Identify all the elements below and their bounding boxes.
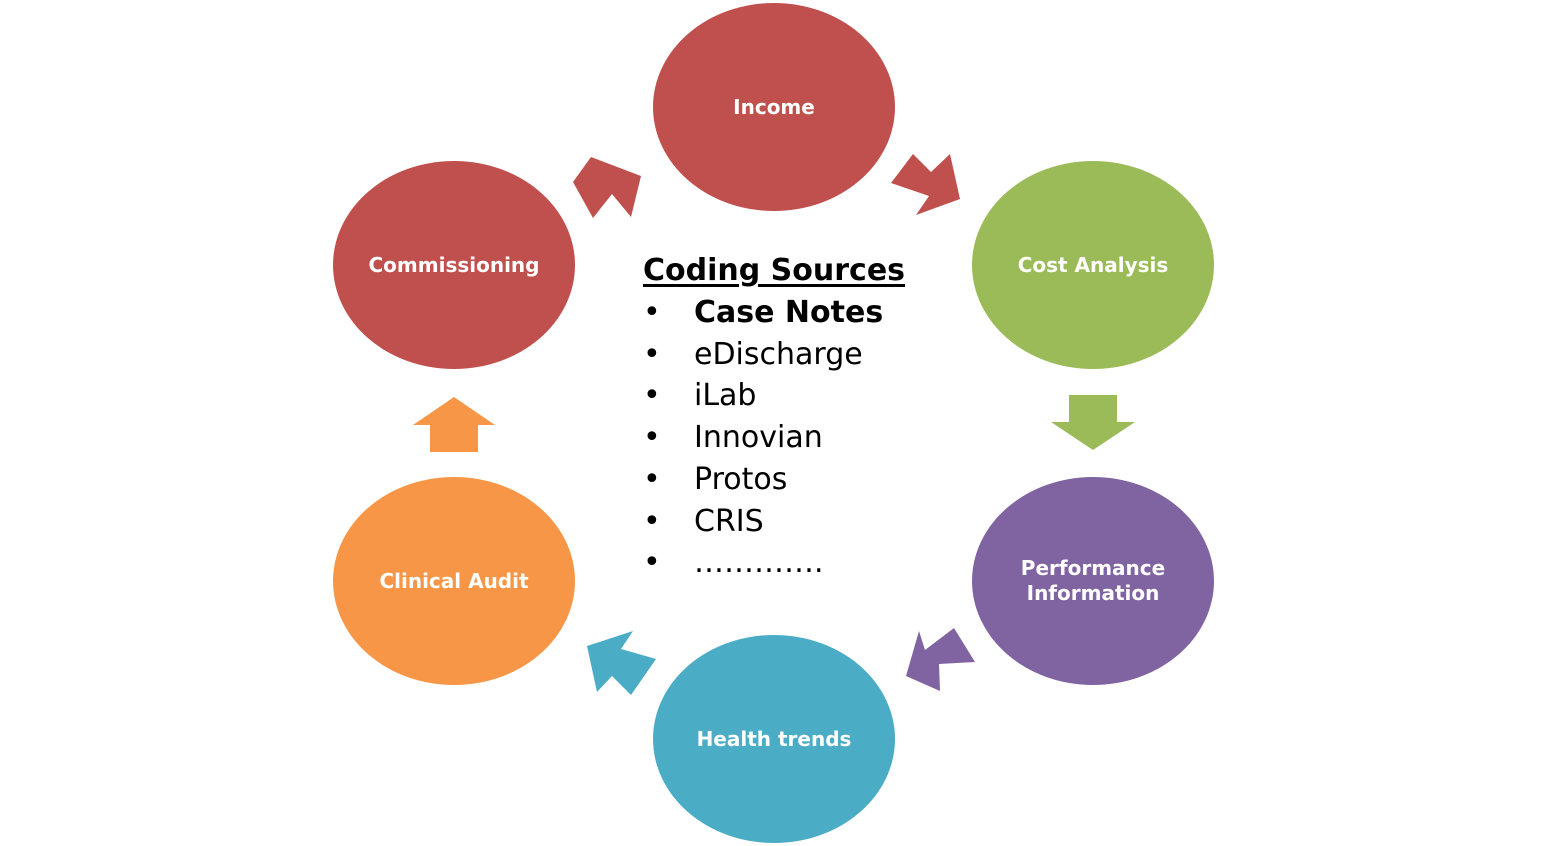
list-item: • Innovian	[643, 417, 963, 459]
coding-sources-panel: Coding Sources • Case Notes • eDischarge…	[643, 250, 963, 584]
arrow-commissioning-to-income	[573, 157, 641, 218]
node-performance-information: Performance Information	[972, 477, 1214, 685]
list-item: • eDischarge	[643, 334, 963, 376]
list-item: • CRIS	[643, 501, 963, 543]
node-health-trends: Health trends	[653, 635, 895, 843]
arrow-income-to-cost	[891, 154, 960, 215]
list-item: • Case Notes	[643, 292, 963, 334]
arrow-health-to-clinical	[587, 631, 656, 695]
list-item-label: Protos	[694, 461, 788, 497]
arrow-clinical-to-commissioning	[413, 397, 495, 452]
bullet-icon: •	[643, 420, 661, 456]
coding-sources-title: Coding Sources	[643, 253, 906, 288]
list-item-label: Innovian	[694, 420, 823, 456]
node-clinical-audit: Clinical Audit	[333, 477, 575, 685]
list-item: • ………….	[643, 542, 963, 584]
bullet-icon: •	[643, 378, 661, 414]
bullet-icon: •	[643, 461, 661, 497]
arrow-performance-to-health	[906, 628, 975, 691]
list-item-label: CRIS	[694, 503, 764, 539]
node-income: Income	[653, 3, 895, 211]
bullet-icon: •	[643, 336, 661, 372]
list-item-label: iLab	[694, 378, 757, 414]
node-cost-analysis: Cost Analysis	[972, 161, 1214, 369]
list-item-label: Case Notes	[694, 295, 884, 330]
node-commissioning: Commissioning	[333, 161, 575, 369]
list-item: • iLab	[643, 375, 963, 417]
list-item-label: ………….	[694, 545, 824, 581]
bullet-icon: •	[643, 503, 661, 539]
list-item: • Protos	[643, 459, 963, 501]
list-item-label: eDischarge	[694, 336, 863, 372]
bullet-icon: •	[643, 295, 661, 330]
arrow-cost-to-performance	[1051, 395, 1135, 450]
bullet-icon: •	[643, 545, 661, 581]
coding-sources-list: • Case Notes • eDischarge • iLab • Innov…	[643, 292, 963, 584]
